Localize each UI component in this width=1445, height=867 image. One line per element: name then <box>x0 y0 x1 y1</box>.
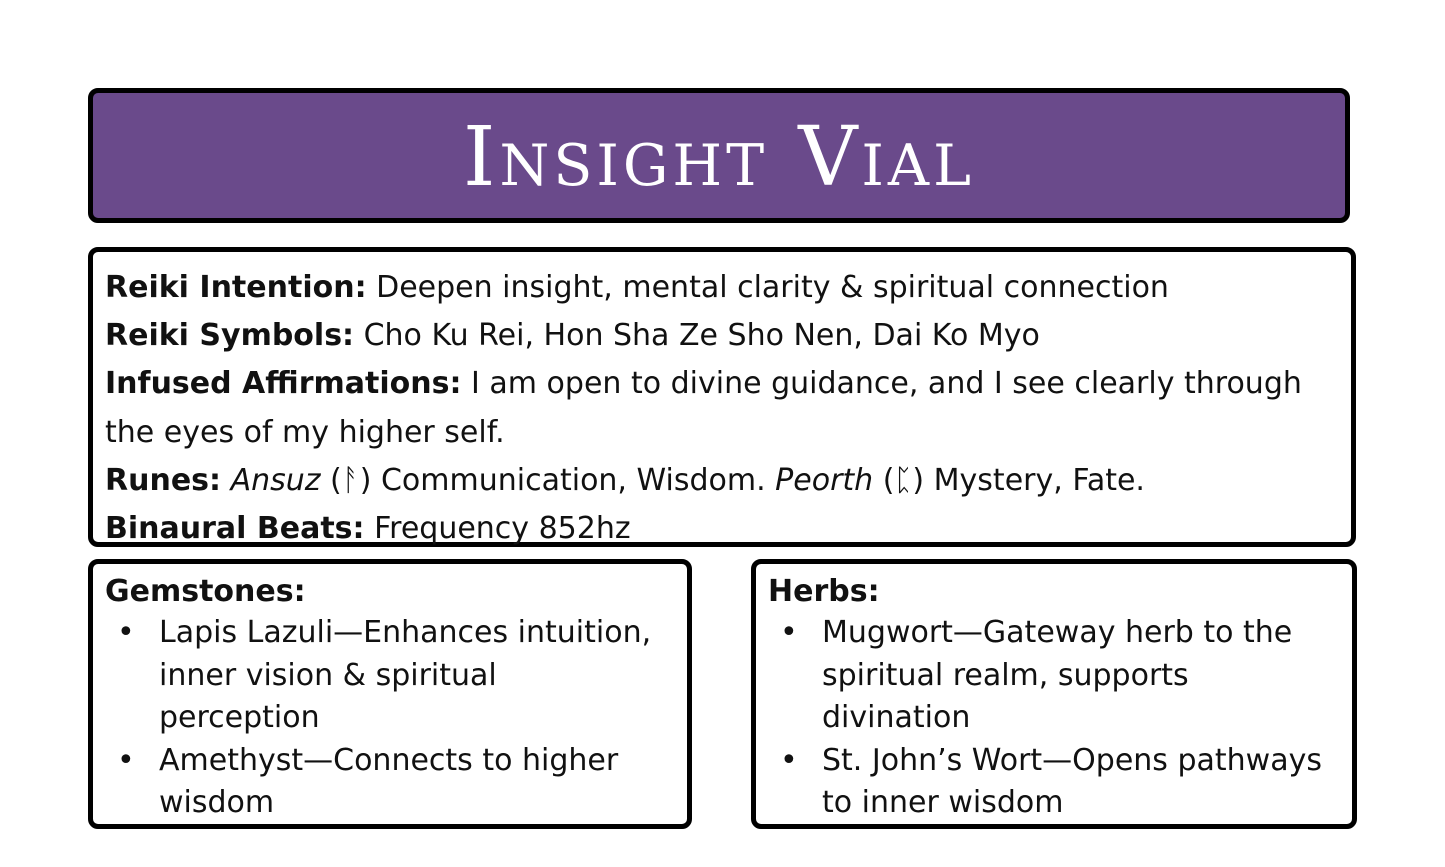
herbs-heading: Herbs: <box>768 574 880 609</box>
reiki-symbols-value: Cho Ku Rei, Hon Sha Ze Sho Nen, Dai Ko M… <box>354 318 1040 354</box>
page-title: Insight Vial <box>463 109 975 205</box>
reiki-intention-label: Reiki Intention: <box>105 270 367 305</box>
rune-ansuz-desc: (ᚨ) Communication, Wisdom. <box>320 462 776 498</box>
binaural-beats-label: Binaural Beats: <box>105 511 365 547</box>
gemstones-heading: Gemstones: <box>105 574 306 609</box>
herb-item-text: Mugwort—Gateway herb to the spiritual re… <box>822 615 1293 735</box>
info-panel: Reiki Intention: Deepen insight, mental … <box>88 247 1356 547</box>
bullet-icon: • <box>780 742 798 778</box>
reiki-intention-value: Deepen insight, mental clarity & spiritu… <box>366 270 1169 305</box>
affirmations-label: Infused Affirmations: <box>105 366 462 402</box>
list-item: • Lapis Lazuli—Enhances intuition, inner… <box>105 612 675 740</box>
runes-label: Runes: <box>105 462 222 498</box>
gemstone-item-text: Lapis Lazuli—Enhances intuition, inner v… <box>159 615 652 735</box>
list-item: • Mugwort—Gateway herb to the spiritual … <box>768 612 1340 740</box>
herb-item-text: St. John’s Wort—Opens pathways to inner … <box>822 742 1322 821</box>
herbs-list: • Mugwort—Gateway herb to the spiritual … <box>768 612 1340 825</box>
binaural-beats-line: Binaural Beats: Frequency 852hz <box>105 505 1339 553</box>
bullet-icon: • <box>780 615 798 650</box>
binaural-beats-value: Frequency 852hz <box>364 511 631 547</box>
reiki-intention-line: Reiki Intention: Deepen insight, mental … <box>105 264 1339 312</box>
gemstone-item-text: Amethyst—Connects to higher wisdom <box>159 742 619 821</box>
bullet-icon: • <box>117 615 135 650</box>
gemstones-panel: Gemstones: • Lapis Lazuli—Enhances intui… <box>88 559 692 829</box>
reiki-symbols-line: Reiki Symbols: Cho Ku Rei, Hon Sha Ze Sh… <box>105 312 1339 360</box>
reiki-symbols-label: Reiki Symbols: <box>105 318 355 354</box>
rune-ansuz-name: Ansuz <box>230 462 321 498</box>
affirmations-line: Infused Affirmations: I am open to divin… <box>105 360 1339 456</box>
title-banner: Insight Vial <box>88 88 1350 223</box>
list-item: • St. John’s Wort—Opens pathways to inne… <box>768 740 1340 825</box>
herbs-panel: Herbs: • Mugwort—Gateway herb to the spi… <box>751 559 1357 829</box>
rune-peorth-name: Peorth <box>775 462 874 498</box>
runes-line: Runes: Ansuz (ᚨ) Communication, Wisdom. … <box>105 457 1339 505</box>
rune-peorth-desc: (ᛈ) Mystery, Fate. <box>873 462 1145 498</box>
affirmations-value: I am open to divine guidance, and I see … <box>105 366 1302 450</box>
list-item: • Amethyst—Connects to higher wisdom <box>105 740 675 825</box>
gemstones-list: • Lapis Lazuli—Enhances intuition, inner… <box>105 612 675 825</box>
bullet-icon: • <box>117 742 135 778</box>
